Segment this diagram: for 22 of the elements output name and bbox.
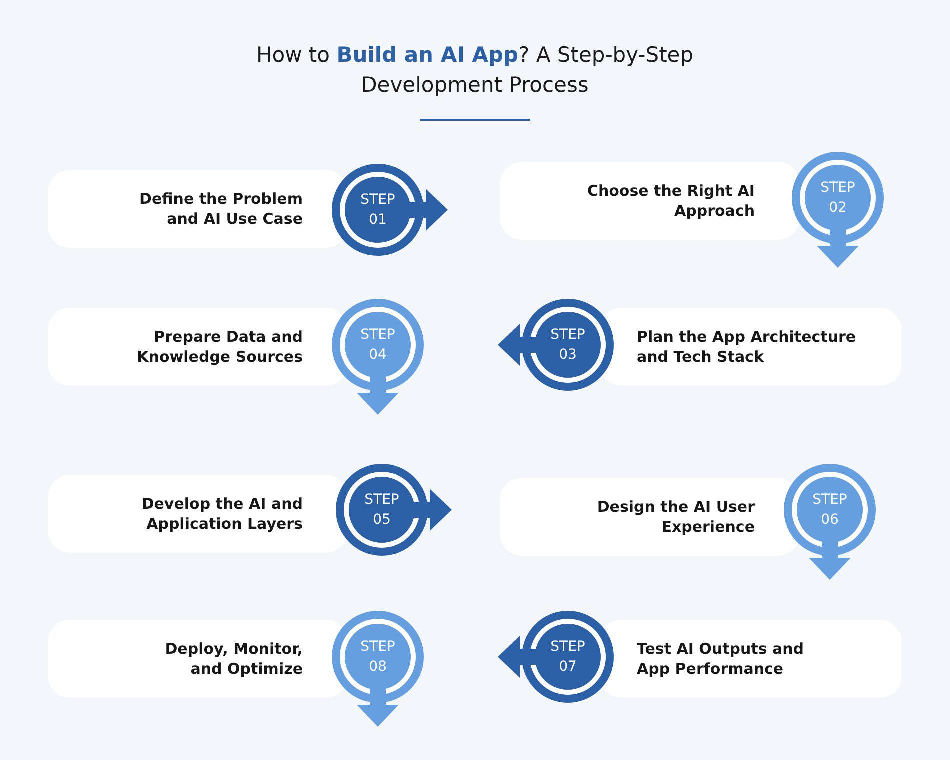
step-number: STEP 04 [360, 326, 396, 365]
step-number: STEP 01 [360, 191, 396, 230]
step-card [600, 308, 902, 386]
step-card [600, 620, 902, 698]
step-number: STEP 03 [550, 326, 586, 365]
step-card [48, 475, 348, 553]
step-card [500, 162, 800, 240]
step-title: Test AI Outputs and App Performance [637, 639, 806, 679]
step-number: STEP 08 [360, 638, 396, 677]
step-title: Define the Problem and AI Use Case [138, 189, 303, 229]
step-title: Prepare Data and Knowledge Sources [136, 327, 303, 367]
step-title: Plan the App Architecture and Tech Stack [637, 327, 858, 367]
step-title: Develop the AI and Application Layers [140, 494, 303, 534]
step-title: Design the AI User Experience [596, 497, 755, 537]
step-title: Choose the Right AI Approach [586, 181, 755, 221]
step-title: Deploy, Monitor, and Optimize [164, 639, 303, 679]
step-number: STEP 05 [364, 491, 400, 530]
step-number: STEP 07 [550, 638, 586, 677]
step-card [500, 478, 800, 556]
step-number: STEP 02 [820, 179, 856, 218]
step-number: STEP 06 [812, 491, 848, 530]
title: How to Build an AI App? A Step-by-Step Development Process [255, 42, 695, 99]
